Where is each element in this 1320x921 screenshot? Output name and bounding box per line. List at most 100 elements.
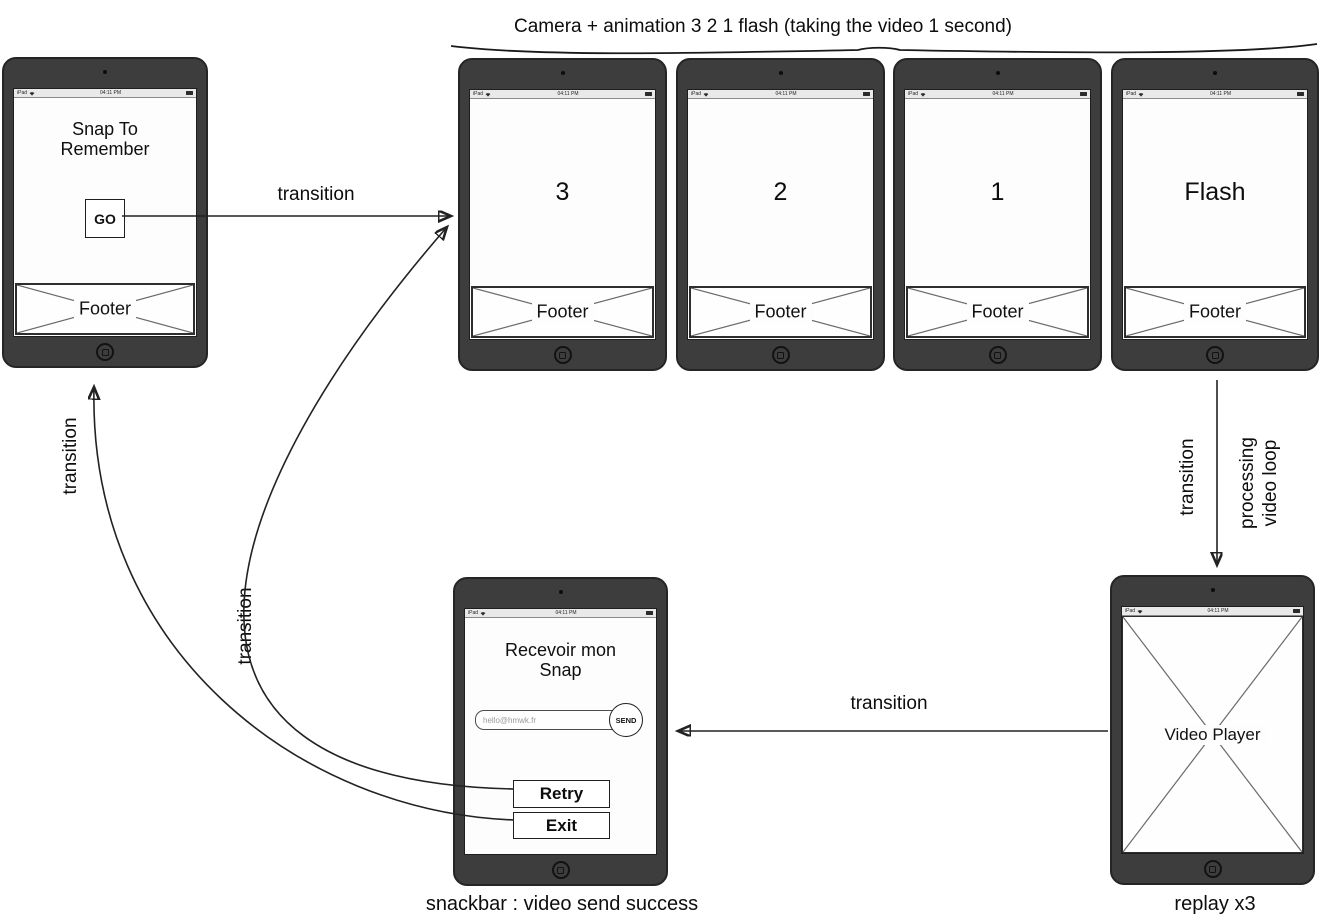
receive-title-line2: Snap: [539, 660, 582, 680]
countdown-value: 1: [990, 178, 1005, 206]
wifi-icon: [920, 92, 926, 97]
camera-group-brace: [450, 43, 1318, 55]
status-bar: iPad 04:11 PM: [905, 90, 1090, 99]
player-screen: iPad 04:11 PM Video Player: [1121, 606, 1304, 854]
home-title: Snap To Remember: [14, 119, 196, 159]
footer-placeholder: Footer: [1124, 286, 1306, 338]
label-transition-retry-to-camera: transition: [235, 587, 256, 665]
email-input[interactable]: [475, 710, 623, 730]
send-button[interactable]: SEND: [609, 703, 643, 737]
footer-label: Footer: [749, 301, 812, 323]
wifi-icon: [29, 91, 35, 96]
status-time-label: 04:11 PM: [99, 89, 122, 96]
count3-screen: iPad 04:11 PM 3 Footer: [469, 89, 656, 340]
footer-placeholder: Footer: [906, 286, 1089, 338]
wifi-icon: [1138, 92, 1144, 97]
label-transition-exit-to-home: transition: [60, 417, 81, 495]
status-time-label: 04:11 PM: [1207, 607, 1229, 614]
receive-title-line1: Recevoir mon: [504, 640, 617, 660]
status-bar: iPad 04:11 PM: [465, 609, 656, 618]
footer-label: Footer: [966, 301, 1029, 323]
battery-icon: [645, 611, 653, 615]
camera-dot-icon: [558, 590, 563, 594]
ipad-player: iPad 04:11 PM Video Player: [1110, 575, 1315, 885]
ipad-count3: iPad 04:11 PM 3 Footer: [458, 58, 667, 371]
camera-dot-icon: [103, 70, 107, 74]
processing-line2: video loop: [1260, 439, 1281, 527]
status-time-label: 04:11 PM: [557, 90, 579, 97]
countdown-value: 2: [773, 178, 788, 206]
video-player-label: Video Player: [1159, 724, 1266, 745]
home-button-icon: [96, 343, 114, 361]
ipad-count1: iPad 04:11 PM 1 Footer: [893, 58, 1102, 371]
wifi-icon: [1137, 609, 1143, 614]
replay-caption: replay x3: [1174, 893, 1256, 915]
label-processing-video-loop: processing video loop: [1236, 410, 1282, 556]
status-bar: iPad 04:11 PM: [688, 90, 873, 99]
home-button-icon: [988, 346, 1007, 364]
snackbar-caption: snackbar : video send success: [425, 893, 699, 915]
count1-screen: iPad 04:11 PM 1 Footer: [904, 89, 1091, 340]
footer-label: Footer: [1183, 301, 1247, 323]
camera-dot-icon: [778, 71, 783, 75]
ipad-count2: iPad 04:11 PM 2 Footer: [676, 58, 885, 371]
home-button-icon: [1206, 346, 1224, 364]
label-transition-flash-to-player: transition: [1177, 438, 1198, 516]
exit-button[interactable]: Exit: [513, 812, 610, 839]
count2-screen: iPad 04:11 PM 2 Footer: [687, 89, 874, 340]
footer-label: Footer: [531, 301, 594, 323]
countdown-value: 3: [555, 178, 570, 206]
receive-screen: iPad 04:11 PM Recevoir mon Snap SEND Ret…: [464, 608, 657, 855]
home-title-line1: Snap To: [72, 119, 138, 139]
status-time-label: 04:11 PM: [555, 609, 577, 616]
footer-label: Footer: [73, 298, 137, 320]
retry-button[interactable]: Retry: [513, 780, 610, 808]
receive-title: Recevoir mon Snap: [465, 640, 656, 680]
status-bar: iPad 04:11 PM: [470, 90, 655, 99]
ipad-receive: iPad 04:11 PM Recevoir mon Snap SEND Ret…: [453, 577, 668, 886]
battery-icon: [1079, 92, 1087, 96]
battery-icon: [1296, 92, 1304, 96]
camera-sequence-caption: Camera + animation 3 2 1 flash (taking t…: [514, 16, 1012, 37]
home-title-line2: Remember: [60, 139, 150, 159]
status-device-label: iPad: [468, 609, 479, 616]
camera-dot-icon: [995, 71, 1000, 75]
label-transition-player-to-receive: transition: [850, 693, 928, 714]
status-device-label: iPad: [1126, 90, 1137, 97]
battery-icon: [185, 91, 193, 95]
camera-dot-icon: [1210, 588, 1215, 592]
ipad-flash: iPad 04:11 PM Flash Footer: [1111, 58, 1319, 371]
home-button-icon: [553, 346, 572, 364]
go-button[interactable]: GO: [85, 199, 125, 238]
wifi-icon: [703, 92, 709, 97]
footer-placeholder: Footer: [689, 286, 872, 338]
status-bar: iPad 04:11 PM: [1122, 607, 1303, 616]
status-device-label: iPad: [691, 90, 702, 97]
label-transition-go: transition: [277, 184, 355, 205]
ipad-home: iPad 04:11 PM Snap To Remember GO Footer: [2, 57, 208, 368]
flash-value: Flash: [1184, 178, 1246, 206]
home-screen: iPad 04:11 PM Snap To Remember GO Footer: [13, 88, 197, 337]
battery-icon: [644, 92, 652, 96]
status-time-label: 04:11 PM: [1209, 90, 1232, 97]
home-button-icon: [551, 861, 570, 879]
battery-icon: [1292, 609, 1300, 613]
status-device-label: iPad: [908, 90, 919, 97]
camera-dot-icon: [560, 71, 565, 75]
camera-dot-icon: [1213, 71, 1217, 75]
footer-placeholder: Footer: [471, 286, 654, 338]
arrow-exit-to-home: [94, 387, 515, 821]
wifi-icon: [485, 92, 491, 97]
home-button-icon: [1203, 860, 1222, 878]
processing-line1: processing: [1237, 437, 1258, 529]
status-device-label: iPad: [473, 90, 484, 97]
status-device-label: iPad: [17, 89, 28, 96]
status-bar: iPad 04:11 PM: [1123, 90, 1307, 99]
home-button-icon: [771, 346, 790, 364]
wifi-icon: [480, 611, 486, 616]
battery-icon: [862, 92, 870, 96]
footer-placeholder: Footer: [15, 283, 195, 335]
status-bar: iPad 04:11 PM: [14, 89, 196, 98]
status-device-label: iPad: [1125, 607, 1136, 614]
video-player-placeholder: Video Player: [1122, 616, 1303, 853]
